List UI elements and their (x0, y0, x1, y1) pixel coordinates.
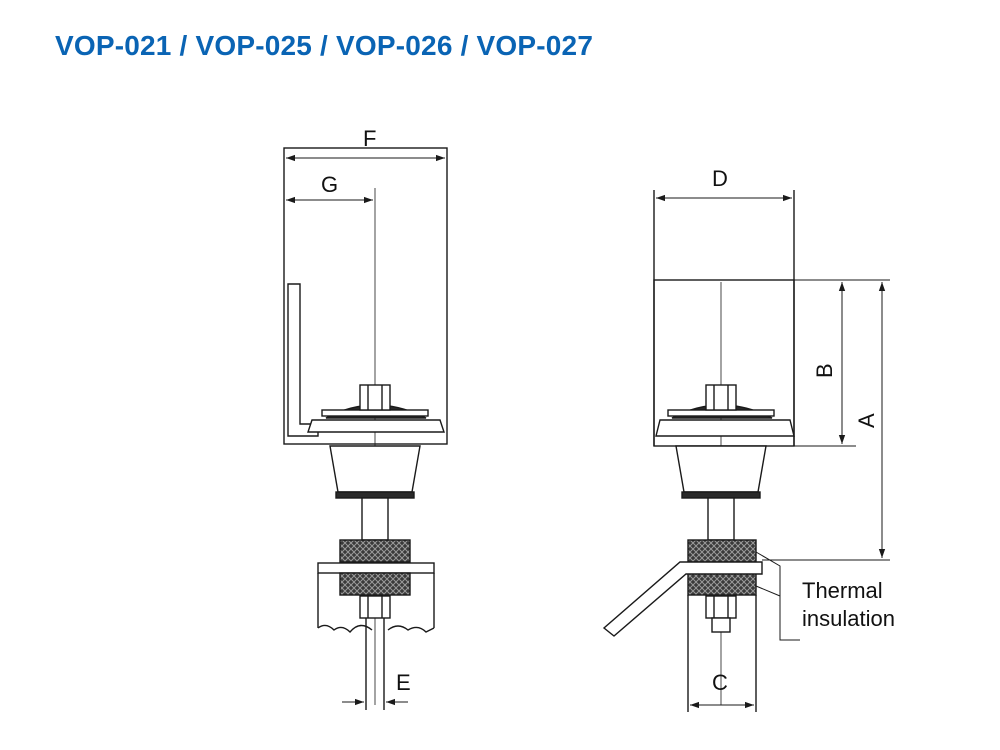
left-bracket-outline (283, 147, 448, 445)
right-lower-nut (705, 595, 737, 619)
dim-label-d: D (712, 166, 728, 191)
left-view (283, 147, 448, 710)
left-bolt (361, 497, 389, 541)
leader-lower (755, 585, 781, 597)
left-cone-base (335, 491, 415, 499)
left-cup-rim (307, 419, 445, 433)
right-top-nut (705, 384, 737, 411)
left-lower-insulator (339, 572, 411, 596)
right-cup-rim (655, 419, 795, 437)
annotation-thermal: Thermal (802, 578, 883, 603)
left-top-nut (359, 384, 391, 411)
right-view (602, 190, 795, 712)
right-bolt (707, 497, 735, 541)
left-l-angle (287, 283, 319, 437)
left-lower-nut (359, 595, 391, 619)
left-dimension-lines (283, 148, 445, 706)
right-washer (667, 409, 775, 417)
left-upper-insulator (339, 539, 411, 563)
left-support-plate (317, 562, 435, 574)
dim-label-f: F (363, 126, 376, 151)
dim-label-a: A (854, 413, 879, 428)
dim-label-c: C (712, 670, 728, 695)
left-cone-body (329, 445, 421, 493)
right-cone-base (681, 491, 761, 499)
right-angled-plate (602, 561, 763, 637)
right-dimension-lines (656, 194, 890, 709)
annotation-insulation: insulation (802, 606, 895, 631)
dim-label-b: B (812, 363, 837, 378)
dim-label-g: G (321, 172, 338, 197)
right-lower-insulator (687, 572, 757, 596)
left-washer (321, 409, 429, 417)
right-upper-insulator (687, 539, 757, 563)
right-cone-body (675, 445, 767, 493)
leader-upper (755, 551, 800, 641)
page-title: VOP-021 / VOP-025 / VOP-026 / VOP-027 (55, 30, 594, 61)
dim-label-e: E (396, 670, 411, 695)
